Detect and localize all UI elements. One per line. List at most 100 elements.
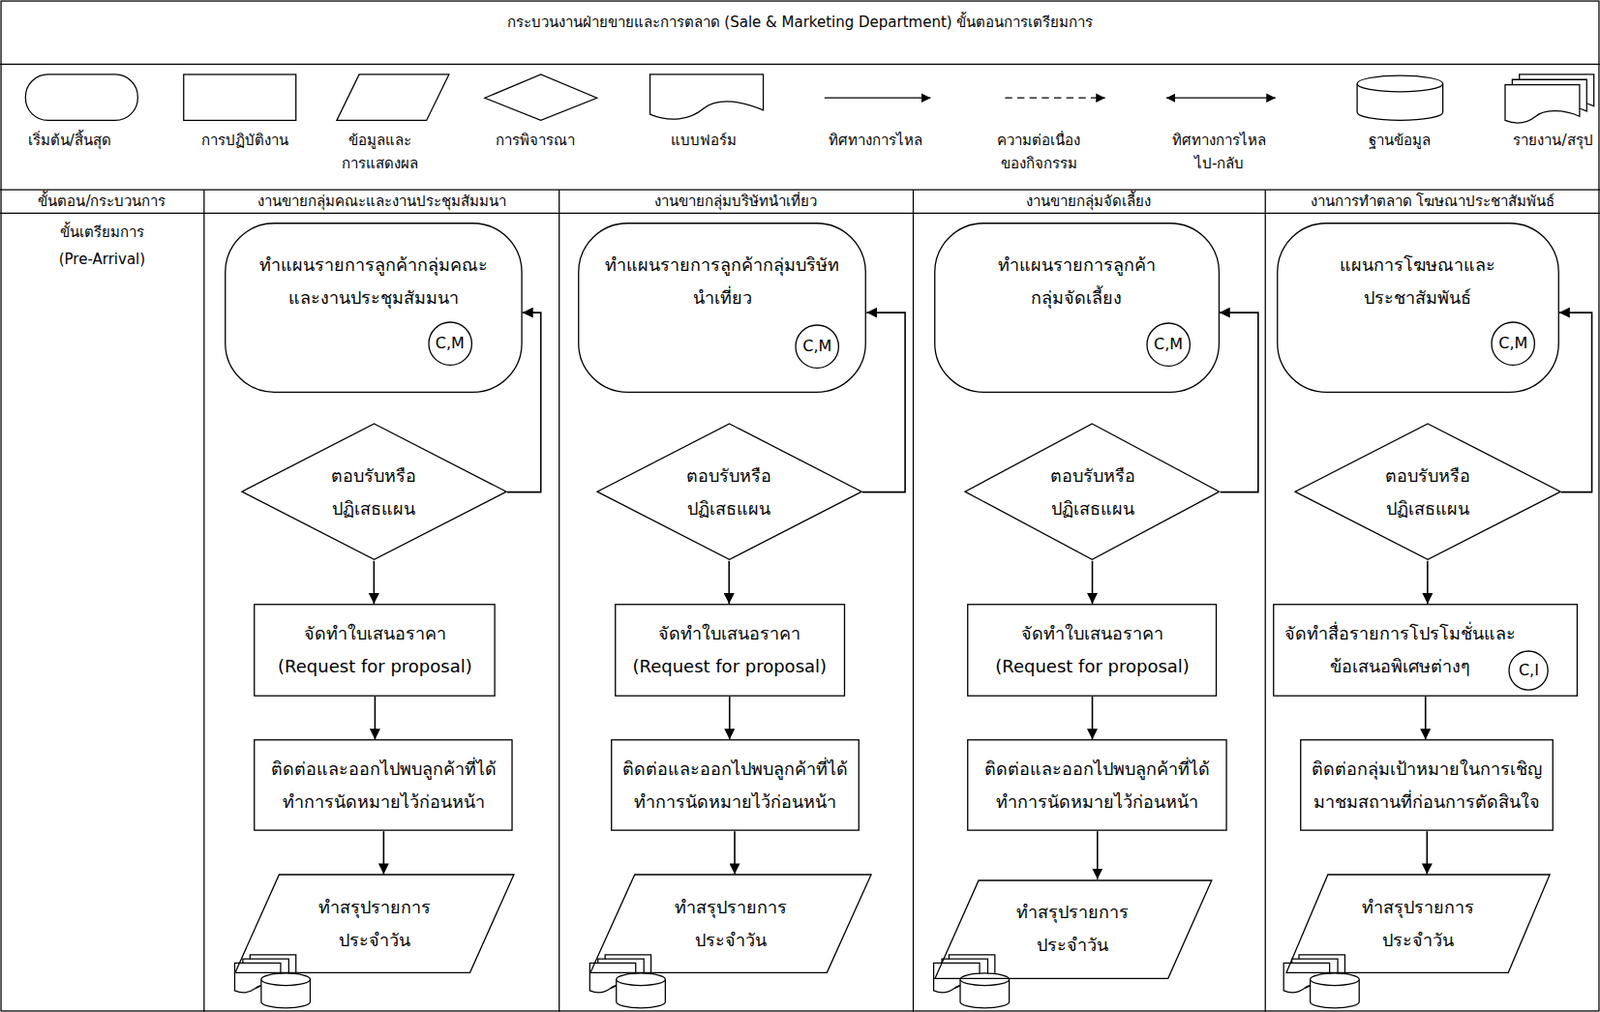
text-line: ทำแผนรายการลูกค้ากลุ่มบริษัท: [604, 248, 840, 282]
text-line: ตอบรับหรือ: [1050, 459, 1136, 493]
text-line: C,M: [1153, 334, 1183, 355]
shape-outline: [966, 603, 1217, 697]
flow-arrow: [1091, 561, 1094, 604]
circle-outline: [1509, 651, 1548, 691]
text-line: ทิศทางการไหล: [1172, 128, 1267, 152]
text-line: การพิจารณา: [495, 128, 575, 152]
node-text: ติดต่อและออกไปพบลูกค้าที่ได้ ทำการนัดหมา…: [271, 753, 497, 819]
legend-label: ฐานข้อมูล: [1368, 128, 1431, 152]
process-box: ติดต่อและออกไปพบลูกค้าที่ได้ ทำการนัดหมา…: [253, 739, 514, 832]
circle-outline: [1147, 323, 1190, 366]
text-line: ติดต่อและออกไปพบลูกค้าที่ได้: [271, 753, 497, 786]
node-text: ติดต่อและออกไปพบลูกค้าที่ได้ ทำการนัดหมา…: [984, 753, 1210, 819]
text-line: C,M: [1498, 333, 1528, 354]
text-area: ติดต่อและออกไปพบลูกค้าที่ได้ ทำการนัดหมา…: [976, 739, 1218, 832]
node-text: แผนการโฆษณาและ ประชาสัมพันธ์: [1339, 248, 1496, 315]
node-text: ตอบรับหรือ ปฏิเสธแผน: [686, 459, 772, 526]
node-text: ติดต่อและออกไปพบลูกค้าที่ได้ ทำการนัดหมา…: [622, 753, 848, 819]
column-line: [203, 189, 205, 1012]
flow-arrow: [1426, 561, 1429, 604]
legend-form: [650, 74, 764, 120]
process-box: จัดทำใบเสนอราคา (Request for proposal): [253, 603, 496, 697]
legend-database-top: [1357, 75, 1444, 92]
circle-outline: [428, 322, 472, 365]
text-line: ติดต่อกลุ่มเป้าหมายในการเชิญ: [1311, 753, 1542, 786]
role-circle: C,M: [794, 324, 840, 369]
node-text: ทำสรุปรายการ ประจำวัน: [1016, 896, 1129, 963]
node-text: ทำสรุปรายการ ประจำวัน: [674, 891, 787, 958]
text-line: นำเที่ยว: [604, 281, 840, 315]
text-line: C,M: [435, 333, 465, 354]
text-line: ประจำวัน: [674, 924, 787, 958]
text-line: ทำสรุปรายการ: [318, 891, 431, 925]
text-line: (Request for proposal): [277, 650, 473, 684]
text-area: จัดทำใบเสนอราคา (Request for proposal): [976, 603, 1208, 697]
flow-arrow: [1425, 831, 1428, 875]
text-line: ทิศทางการไหล: [828, 128, 923, 152]
text-line: ขั้นเตรียมการ: [59, 218, 146, 246]
legend-label: รายงาน/สรุป: [1512, 128, 1593, 152]
column-line: [558, 189, 560, 1012]
process-outline: [254, 604, 495, 696]
text-line: ทำการนัดหมายไว้ก่อนหน้า: [622, 785, 848, 819]
text-area: C,M: [1146, 322, 1191, 367]
node-text: จัดทำใบเสนอราคา (Request for proposal): [277, 617, 473, 684]
diamond-outline: [241, 423, 507, 560]
text-line: ตอบรับหรือ: [331, 459, 417, 493]
shape-outline: [966, 739, 1228, 832]
process-outline: [1300, 740, 1554, 831]
row-line: [0, 63, 1600, 65]
column-line: [912, 189, 914, 1012]
shape-outline: [1285, 874, 1551, 974]
text-area: ติดต่อกลุ่มเป้าหมายในการเชิญ มาชมสถานที่…: [1309, 739, 1544, 832]
text-line: ปฏิเสธแผน: [686, 492, 772, 526]
data-parallelogram: ทำสรุปรายการ ประจำวัน: [589, 874, 873, 974]
text-line: ความต่อเนื่อง: [996, 128, 1081, 152]
text-line: กลุ่มจัดเลี้ยง: [997, 281, 1156, 315]
parallelogram-outline: [235, 875, 514, 973]
flow-arrow: [1219, 312, 1259, 493]
text-line: ติดต่อและออกไปพบลูกค้าที่ได้: [622, 753, 848, 786]
text-area: จัดทำสื่อรายการโปรโมชั่นและ ข้อเสนอพิเศษ…: [1282, 603, 1518, 697]
decision-diamond: ตอบรับหรือ ปฏิเสธแผน: [596, 422, 863, 561]
legend-label: แบบฟอร์ม: [670, 128, 737, 152]
text-line: แบบฟอร์ม: [670, 128, 737, 152]
column-header: งานขายกลุ่มจัดเลี้ยง: [1026, 191, 1151, 212]
column-header: ขั้นตอน/กระบวนการ: [37, 191, 166, 212]
text-area: จัดทำใบเสนอราคา (Request for proposal): [624, 603, 836, 697]
text-area: ตอบรับหรือ ปฏิเสธแผน: [241, 422, 508, 561]
flow-arrow: [1091, 696, 1094, 740]
text-line: (Pre-Arrival): [59, 245, 146, 273]
row-line: [0, 188, 1600, 190]
text-line: งานขายกลุ่มบริษัทนำเที่ยว: [654, 191, 817, 212]
shape-outline: [596, 422, 863, 561]
shape-outline: [964, 422, 1221, 561]
role-circle: C,M: [427, 321, 473, 366]
text-area: ตอบรับหรือ ปฏิเสธแผน: [596, 422, 863, 561]
node-text: C,M: [802, 336, 832, 357]
circle-outline: [795, 325, 839, 368]
legend-double-arrow: [1166, 97, 1276, 99]
column-header: งานขายกลุ่มบริษัทนำเที่ยว: [654, 191, 817, 212]
role-circle: C,M: [1490, 321, 1536, 366]
flow-arrow: [733, 831, 736, 875]
node-text: ทำสรุปรายการ ประจำวัน: [318, 891, 431, 958]
text-line: จัดทำใบเสนอราคา: [277, 617, 473, 651]
legend-process: [183, 74, 297, 121]
process-outline: [1273, 604, 1578, 696]
data-parallelogram: ทำสรุปรายการ ประจำวัน: [1285, 874, 1551, 974]
data-parallelogram: ทำสรุปรายการ ประจำวัน: [234, 874, 515, 974]
process-box: ติดต่อกลุ่มเป้าหมายในการเชิญ มาชมสถานที่…: [1299, 739, 1554, 832]
text-line: ประชาสัมพันธ์: [1339, 281, 1496, 315]
column-header: งานการทำตลาด โฆษณาประชาสัมพันธ์: [1310, 191, 1556, 212]
report-database-icon: [1283, 955, 1359, 1009]
text-line: ปฏิเสธแผน: [331, 492, 417, 526]
flow-arrow: [373, 561, 376, 604]
text-line: ขั้นตอน/กระบวนการ: [37, 191, 166, 212]
node-text: ทำแผนรายการลูกค้า กลุ่มจัดเลี้ยง: [997, 248, 1156, 315]
flow-arrow: [1096, 831, 1099, 880]
text-line: เริ่มต้น/สิ้นสุด: [28, 128, 112, 152]
text-line: ตอบรับหรือ: [1385, 459, 1471, 493]
process-box: จัดทำใบเสนอราคา (Request for proposal): [966, 603, 1217, 697]
